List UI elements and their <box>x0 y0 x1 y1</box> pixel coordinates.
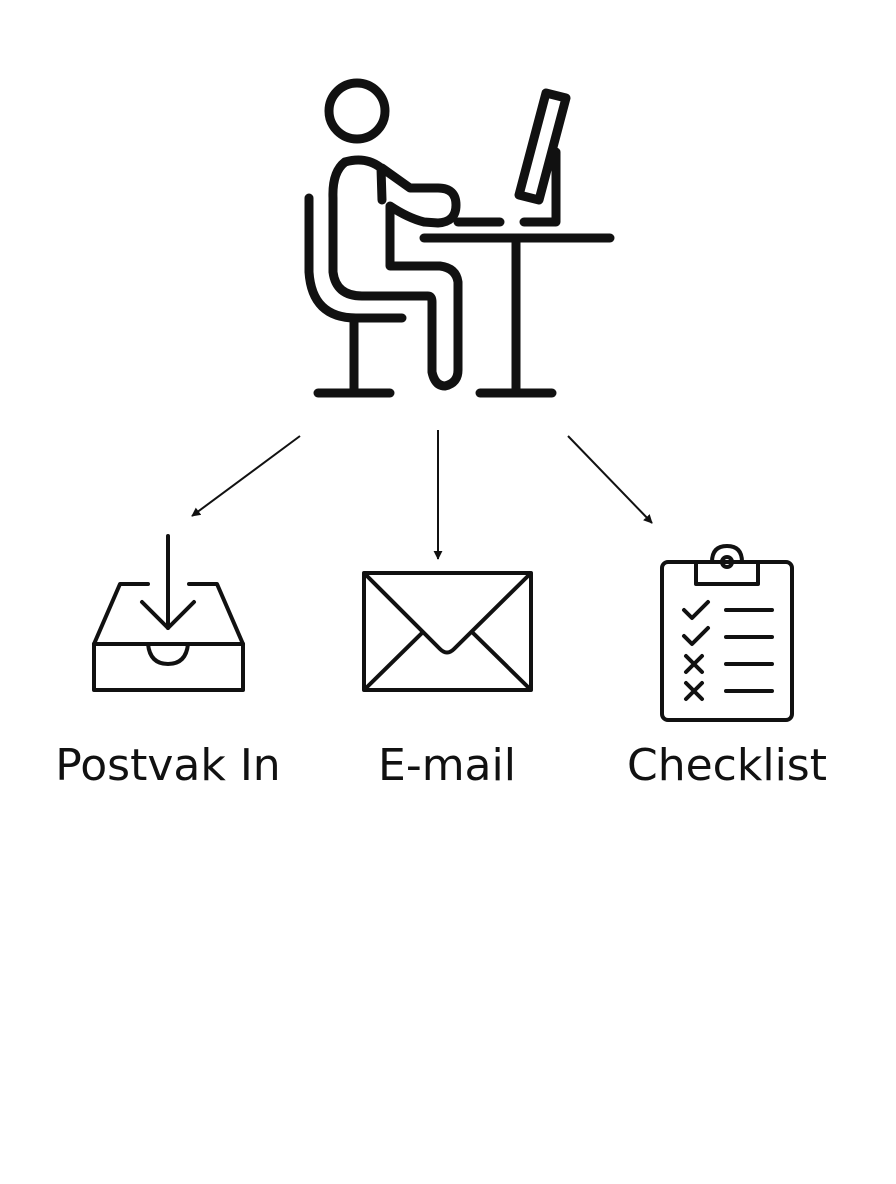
arrow-to-checklist <box>567 435 653 524</box>
person-at-desk-computer-icon <box>304 78 615 398</box>
arrow-to-postvak-in <box>191 435 301 517</box>
label-postvak-in: Postvak In <box>55 740 280 791</box>
label-email: E-mail <box>378 740 516 791</box>
inbox-tray-icon <box>92 534 245 692</box>
envelope-icon <box>362 571 533 692</box>
clipboard-checklist-icon <box>660 544 794 722</box>
label-checklist: Checklist <box>627 740 827 791</box>
